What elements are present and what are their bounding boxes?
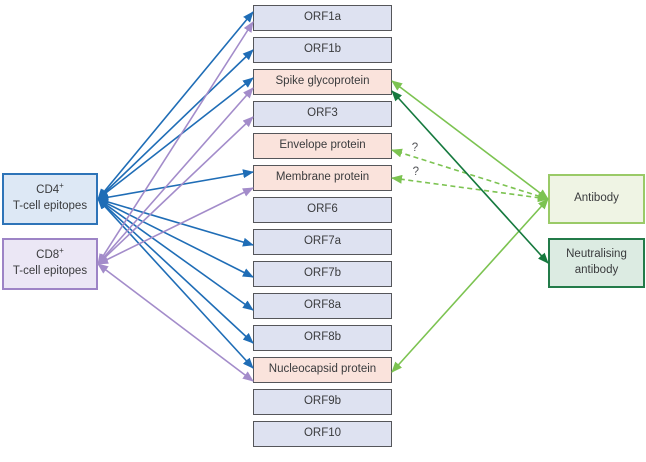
protein-orf7b: ORF7b	[253, 261, 392, 287]
arrow-antibody-to-envelope	[391, 148, 549, 201]
cd8-label-line2: T-cell epitopes	[12, 265, 88, 277]
protein-orf7a: ORF7a	[253, 229, 392, 255]
arrow-cd4-to-orf1b	[97, 49, 254, 200]
node-antibody: Antibody	[548, 174, 645, 224]
cd4-label-line2: T-cell epitopes	[12, 200, 88, 212]
protein-envelope: Envelope protein	[253, 133, 392, 159]
arrow-antibody-to-membrane	[391, 174, 549, 203]
protein-membrane: Membrane protein	[253, 165, 392, 191]
arrow-cd8-to-spike	[97, 87, 254, 265]
arrow-cd4-to-orf7a	[97, 197, 254, 247]
cd8-superscript-plus: +	[59, 246, 64, 256]
arrow-cd8-to-orf1a	[97, 21, 254, 265]
arrow-cd8-to-membrane	[97, 187, 254, 265]
cd4-superscript-plus: +	[59, 181, 64, 191]
protein-orf1b: ORF1b	[253, 37, 392, 63]
uncertainty-question-mark: ?	[412, 142, 418, 154]
cd8-label-line1: CD8+	[36, 246, 64, 264]
cd8-label-text: CD8	[36, 249, 60, 262]
protein-orf6: ORF6	[253, 197, 392, 223]
protein-orf8b: ORF8b	[253, 325, 392, 351]
arrow-cd8-to-nucleocapsid	[97, 263, 254, 382]
protein-orf3: ORF3	[253, 101, 392, 127]
arrow-cd4-to-orf8b	[97, 198, 254, 344]
cd4-label-line1: CD4+	[36, 181, 64, 199]
arrow-cd8-to-orf3	[97, 116, 254, 265]
arrow-cd4-to-orf1a	[97, 11, 254, 200]
arrow-cd4-to-nucleocapsid	[97, 198, 254, 369]
uncertainty-question-mark: ?	[413, 166, 419, 178]
node-cd4-t-cell-epitopes: CD4+ T-cell epitopes	[2, 173, 98, 225]
arrow-antibody-to-nucleocapsid	[391, 198, 549, 373]
arrow-cd4-to-orf8a	[97, 198, 254, 311]
arrow-cd4-to-orf7b	[97, 198, 254, 278]
arrow-neutralising-to-spike	[391, 90, 549, 264]
protein-orf8a: ORF8a	[253, 293, 392, 319]
antibody-label: Antibody	[574, 192, 619, 205]
protein-nucleocapsid: Nucleocapsid protein	[253, 357, 392, 383]
arrow-cd4-to-membrane	[97, 169, 254, 202]
protein-orf9b: ORF9b	[253, 389, 392, 415]
protein-spike-glycoprotein: Spike glycoprotein	[253, 69, 392, 95]
node-cd8-t-cell-epitopes: CD8+ T-cell epitopes	[2, 238, 98, 290]
node-neutralising-antibody: Neutralising antibody	[548, 238, 645, 288]
cd4-label-text: CD4	[36, 184, 60, 197]
arrow-cd4-to-spike	[97, 77, 254, 200]
arrow-antibody-to-spike	[391, 80, 549, 200]
protein-orf1a: ORF1a	[253, 5, 392, 31]
neutralising-antibody-label-line1: Neutralising	[566, 248, 627, 261]
protein-orf10: ORF10	[253, 421, 392, 447]
neutralising-antibody-label-line2: antibody	[574, 264, 619, 276]
protein-column: ORF1a ORF1b Spike glycoprotein ORF3 Enve…	[253, 5, 392, 447]
